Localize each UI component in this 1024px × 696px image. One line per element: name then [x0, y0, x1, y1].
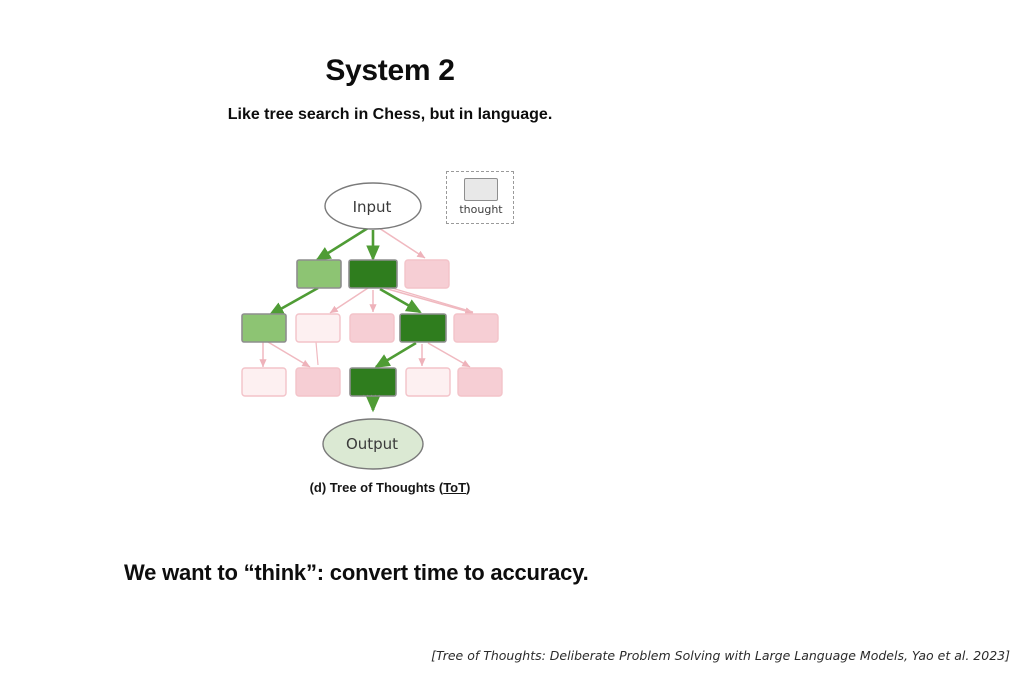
thought-node[interactable] [453, 313, 499, 343]
caption-prefix: (d) Tree of Thoughts ( [309, 480, 444, 495]
tree-level-2 [241, 313, 499, 343]
thought-node[interactable] [349, 313, 395, 343]
thought-swatch-icon [464, 178, 498, 201]
tree-level-3 [241, 367, 503, 397]
output-node-label: Output [345, 435, 399, 453]
edges-level1-to-level2 [268, 285, 474, 317]
edges-level2-to-level3 [259, 341, 471, 369]
thought-node[interactable] [349, 367, 397, 397]
edge-pink [378, 227, 426, 259]
edge-pink [329, 287, 369, 314]
edge-green [268, 286, 319, 317]
page-title: System 2 [325, 54, 455, 87]
bottom-statement: We want to “think”: convert time to accu… [124, 560, 589, 585]
page-subtitle: Like tree search in Chess, but in langua… [227, 106, 553, 123]
ellipsis-marker: ..... [362, 389, 382, 399]
thought-node[interactable] [295, 313, 341, 343]
input-node[interactable] [324, 182, 422, 230]
edge-pink [427, 342, 471, 368]
output-node[interactable] [322, 418, 424, 470]
thought-node[interactable] [457, 367, 503, 397]
thought-node[interactable] [296, 259, 342, 289]
citation: [Tree of Thoughts: Deliberate Problem So… [431, 648, 1010, 663]
tree-of-thoughts-figure: Input Output ..... thought (d) Tree of T… [230, 160, 550, 510]
edges-input-to-level1 [315, 226, 426, 262]
legend-label: thought [459, 203, 503, 216]
edge-green [379, 287, 422, 314]
edge-pink [315, 341, 319, 366]
thought-node[interactable] [405, 367, 451, 397]
edge-green [374, 341, 417, 369]
edge-green [315, 226, 369, 262]
thought-node[interactable] [241, 367, 287, 397]
figure-caption: (d) Tree of Thoughts (ToT) [230, 480, 550, 495]
thought-node[interactable] [399, 313, 447, 343]
thought-node[interactable] [348, 259, 398, 289]
tree-diagram-svg [241, 182, 503, 470]
thought-node[interactable] [404, 259, 450, 289]
edge-pink [384, 285, 474, 313]
thought-node[interactable] [295, 367, 341, 397]
thought-node[interactable] [241, 313, 287, 343]
edge-pink [383, 287, 474, 315]
input-node-label: Input [352, 198, 392, 216]
legend-box: thought [446, 171, 514, 224]
caption-tot-link[interactable]: ToT [443, 480, 467, 495]
edge-pink [267, 341, 311, 368]
caption-suffix: ) [466, 480, 471, 495]
tree-level-1 [296, 259, 450, 289]
